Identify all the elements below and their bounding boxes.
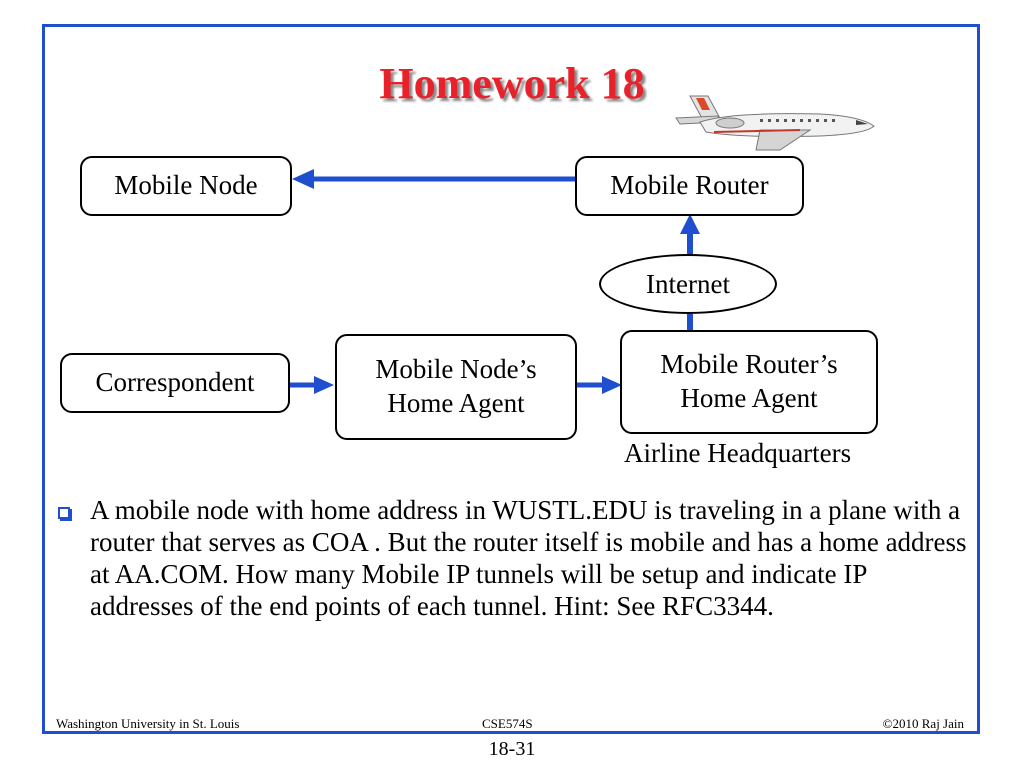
footer-right: ©2010 Raj Jain (882, 716, 964, 731)
bullet-item: A mobile node with home address in WUSTL… (56, 494, 968, 622)
airline-hq-caption: Airline Headquarters (624, 438, 852, 468)
correspondent-box: Correspondent (60, 353, 290, 413)
mr-home-agent-line2: Home Agent (680, 383, 818, 413)
square-bullet-icon (58, 507, 70, 519)
mn-home-agent-line1: Mobile Node’s (375, 354, 537, 385)
mobile-node-box: Mobile Node (80, 156, 292, 216)
mr-home-agent-box: Mobile Router’s Home Agent (620, 330, 878, 434)
page-number: 18-31 (488, 738, 536, 760)
arrowhead-router-to-node (292, 169, 314, 189)
mobile-node-label: Mobile Node (114, 170, 258, 201)
slide-frame (42, 24, 980, 734)
mn-home-agent-line2: Home Agent (387, 388, 525, 418)
internet-ellipse: Internet (599, 254, 777, 314)
internet-label: Internet (646, 268, 730, 299)
mobile-router-box: Mobile Router (575, 156, 804, 216)
slide-title: Homework 18 (379, 59, 645, 108)
arrowhead-mnha-to-mrha (602, 376, 622, 394)
footer-left: Washington University in St. Louis (56, 716, 240, 731)
bullet-text: A mobile node with home address in WUSTL… (90, 495, 967, 621)
footer-center: CSE574S (482, 716, 533, 731)
arrowhead-correspondent-to-mnha (314, 376, 334, 394)
arrowhead-internet-to-router (680, 214, 700, 234)
mn-home-agent-box: Mobile Node’s Home Agent (335, 334, 577, 440)
airplane-icon (675, 95, 875, 151)
mobile-router-label: Mobile Router (610, 170, 769, 201)
mr-home-agent-line1: Mobile Router’s (660, 349, 838, 380)
correspondent-label: Correspondent (95, 367, 255, 398)
